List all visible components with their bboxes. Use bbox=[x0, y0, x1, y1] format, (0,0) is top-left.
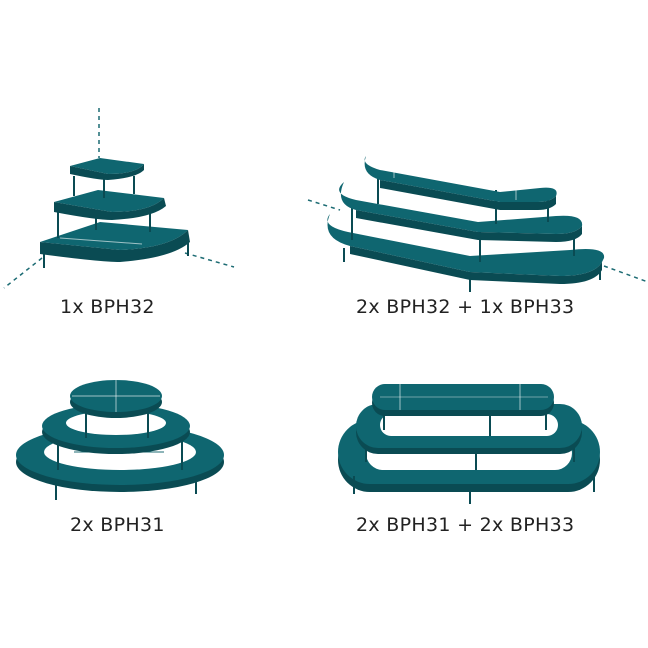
caption-oval-stand: 2x BPH31 + 2x BPH33 bbox=[356, 514, 575, 536]
config-oval-stand bbox=[338, 384, 600, 504]
config-corner-stand bbox=[3, 108, 235, 289]
tier-middle-front bbox=[54, 198, 166, 220]
caption-circle-stand: 2x BPH31 bbox=[70, 514, 165, 536]
caption-wall-stand: 2x BPH32 + 1x BPH33 bbox=[356, 296, 575, 318]
wall-guide-left bbox=[3, 257, 43, 289]
tier-bottom-front bbox=[350, 246, 602, 284]
tier-top-front bbox=[380, 180, 556, 210]
tier-top-top bbox=[70, 158, 144, 174]
caption-corner-stand: 1x BPH32 bbox=[60, 296, 155, 318]
tier-top-front bbox=[70, 164, 144, 180]
wall-guide-right bbox=[184, 252, 235, 268]
config-circle-stand bbox=[16, 380, 224, 500]
tier-middle-front bbox=[356, 210, 582, 242]
config-wall-stand bbox=[307, 156, 648, 292]
tier-bottom-front bbox=[40, 230, 190, 262]
tier-middle-top bbox=[54, 190, 164, 212]
tier-bottom-top bbox=[327, 214, 605, 276]
wall-guide-left bbox=[307, 199, 341, 211]
tier-top-top bbox=[372, 384, 554, 410]
tier-middle-top bbox=[339, 182, 583, 234]
tier-top-top bbox=[364, 156, 557, 202]
wall-guide-right bbox=[603, 265, 648, 283]
